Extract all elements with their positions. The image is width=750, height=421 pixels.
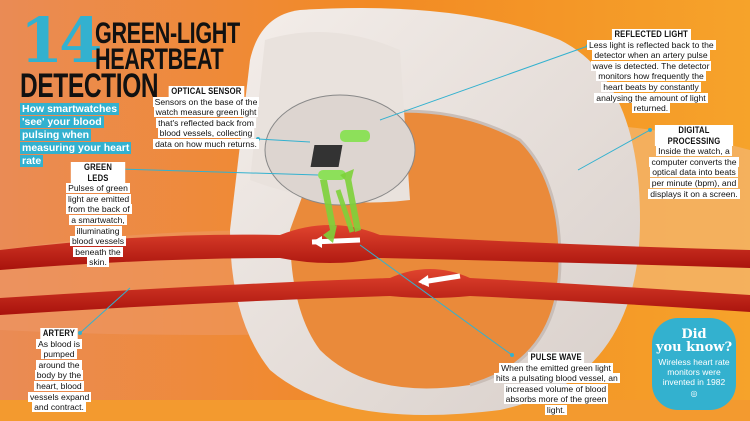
label-heading: REFLECTED LIGHT (611, 29, 691, 40)
label-body: Pulses of green light are emitted from t… (66, 183, 132, 268)
label-digital-processing: DIGITAL PROCESSING Inside the watch, a c… (648, 125, 740, 199)
label-heading: GREEN LEDS (70, 162, 126, 184)
did-you-know-title-1: Did (681, 327, 707, 342)
green-light-arrows (320, 169, 361, 243)
did-you-know-title-2: you know? (655, 340, 733, 355)
did-you-know-text: Wireless heart rate monitors were invent… (658, 357, 730, 387)
label-body: When the emitted green light hits a puls… (494, 362, 620, 415)
label-heading: ARTERY (40, 328, 78, 339)
label-heading: DIGITAL PROCESSING (654, 125, 734, 147)
label-body: Sensors on the base of the watch measure… (152, 96, 260, 149)
label-body: Inside the watch, a computer converts th… (648, 146, 740, 199)
info-circle-icon: ◎ (690, 389, 698, 398)
label-reflected-light: REFLECTED LIGHT Less light is reflected … (587, 29, 716, 114)
title-line-1: GREEN-LIGHT (95, 17, 240, 50)
label-pulse-wave: PULSE WAVE When the emitted green light … (494, 352, 620, 416)
label-body: As blood is pumped around the body by th… (28, 338, 92, 413)
did-you-know-box: Did you know? Wireless heart rate monito… (652, 318, 736, 410)
label-optical-sensor: OPTICAL SENSOR Sensors on the base of th… (150, 86, 262, 150)
feature-number: 14 (20, 4, 102, 77)
label-heading: OPTICAL SENSOR (168, 86, 244, 97)
title-line-2: HEARTBEAT (95, 43, 224, 76)
subtitle-text: How smartwatches 'see' your blood pulsin… (20, 103, 132, 167)
label-green-leds: GREEN LEDS Pulses of green light are emi… (66, 162, 132, 268)
label-heading: PULSE WAVE (527, 352, 585, 363)
label-artery: ARTERY As blood is pumped around the bod… (28, 328, 92, 413)
title-line-3: DETECTION (20, 67, 159, 105)
label-body: Less light is reflected back to the dete… (587, 39, 716, 114)
artery (0, 225, 750, 315)
subtitle: How smartwatches 'see' your blood pulsin… (20, 103, 140, 168)
